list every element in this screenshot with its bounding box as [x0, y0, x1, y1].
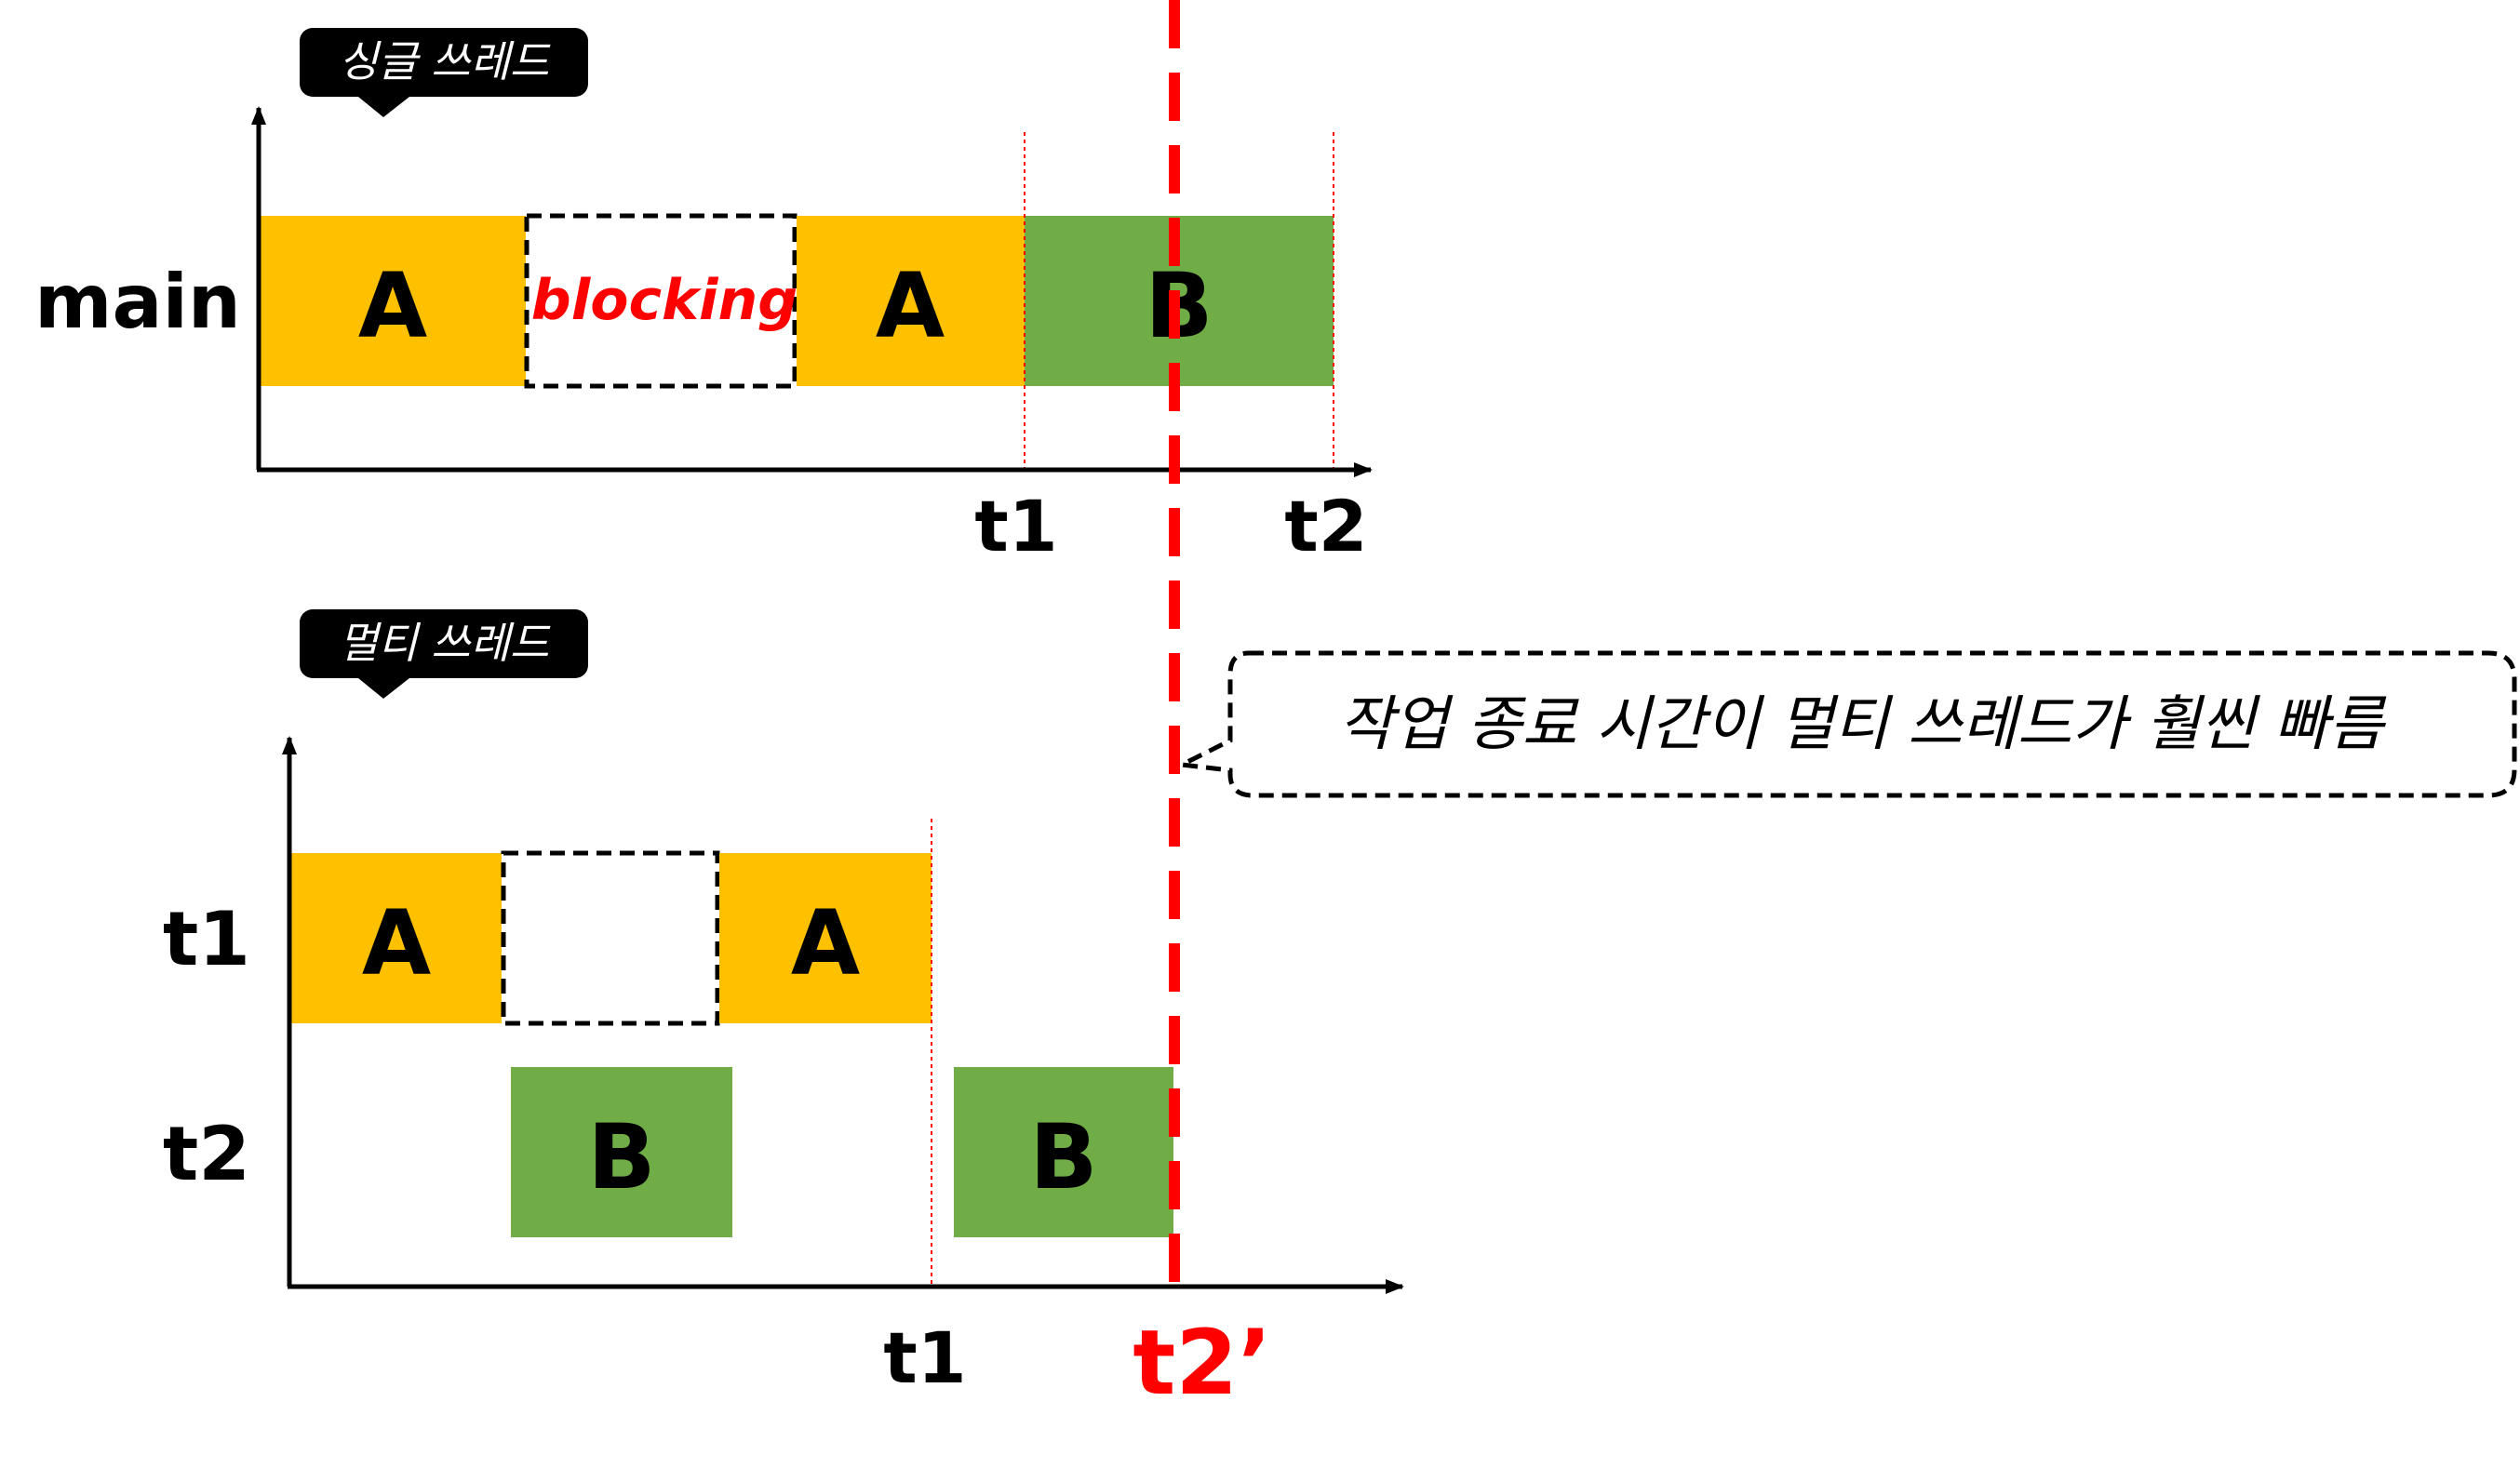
multi-tick-t1: t1: [883, 1316, 966, 1399]
main-block-a1-label: A: [358, 254, 427, 358]
main-block-a1: [261, 216, 526, 386]
single-tick-t2: t2: [1284, 485, 1367, 567]
callout-bubble: [1173, 650, 2517, 798]
main-blocking-label: blocking: [531, 268, 798, 333]
multi-thread-section: 멀티 쓰레드 t1 t2 A A B B t1 t2’: [163, 609, 1404, 1415]
callout-text: 작업 종료 시간이 멀티 쓰레드가 훨씬 빠름: [1338, 690, 2386, 759]
t2-block-b1-label: B: [587, 1105, 655, 1209]
single-tick-t1: t1: [974, 485, 1057, 567]
t1-waiting-block: [501, 850, 720, 1026]
main-blocking-block: [524, 213, 798, 389]
t2-block-b2: [954, 1067, 1173, 1237]
multi-tick-t2-prime: t2’: [1133, 1311, 1271, 1415]
multi-row-label-t1: t1: [163, 896, 250, 982]
multi-thread-tag-pointer: [358, 678, 409, 699]
t1-block-a1-label: A: [362, 891, 431, 995]
main-row-label: main: [34, 259, 241, 345]
single-thread-tag-bg: [300, 28, 588, 97]
t2-block-b1: [511, 1067, 732, 1237]
multi-thread-tag: 멀티 쓰레드: [300, 609, 588, 699]
single-thread-tag-label: 싱글 쓰레드: [339, 36, 551, 87]
t1-block-a1: [291, 853, 502, 1023]
main-block-a2-label: A: [876, 254, 945, 358]
single-thread-tag-pointer: [358, 97, 409, 117]
single-thread-tag: 싱글 쓰레드: [300, 28, 588, 117]
t2-block-b2-label: B: [1029, 1105, 1097, 1209]
t1-block-a2: [719, 853, 932, 1023]
main-block-a2: [797, 216, 1025, 386]
t1-block-a2-label: A: [791, 891, 860, 995]
multi-row-label-t2: t2: [163, 1111, 250, 1197]
comparison-callout: 작업 종료 시간이 멀티 쓰레드가 훨씬 빠름: [1173, 650, 2517, 798]
multi-thread-tag-label: 멀티 쓰레드: [339, 618, 551, 668]
multi-thread-tag-bg: [300, 609, 588, 678]
